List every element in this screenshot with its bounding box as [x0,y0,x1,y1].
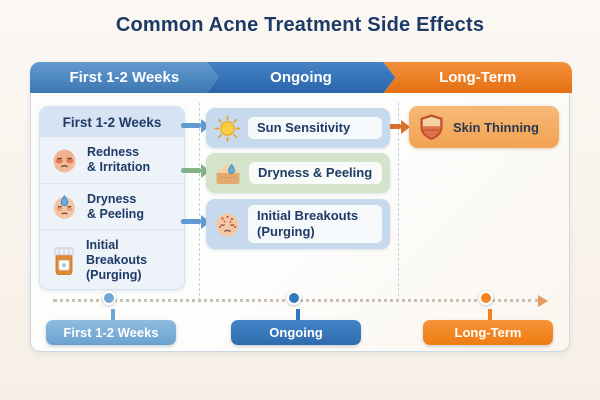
timeline-label-ongoing: Ongoing [231,320,361,345]
early-item-label: Dryness & Peeling [87,191,144,221]
phase-early-label: First 1-2 Weeks [69,69,180,86]
arrow-early-to-breakouts [181,219,201,224]
ongoing-row-label: Sun Sensitivity [248,117,382,139]
phase-ongoing: Ongoing [207,62,396,93]
long-term-skin-thinning-box: Skin Thinning [409,106,559,148]
early-item-label: Redness & Irritation [87,145,151,174]
diagram-panel: First 1-2 Weeks Ongoing Long-Term First … [30,62,572,352]
ongoing-row-initial-breakouts: Initial Breakouts (Purging) [206,199,390,249]
timeline-dot-long-term [479,291,493,305]
pill-bottle-icon [51,246,77,276]
phase-header-bar: First 1-2 Weeks Ongoing Long-Term [30,62,572,93]
ongoing-row-label: Initial Breakouts (Purging) [248,205,382,243]
long-term-item-label: Skin Thinning [453,119,539,135]
arrow-ongoing-to-longterm [387,124,401,129]
phase-early: First 1-2 Weeks [30,62,219,93]
list-item: Initial Breakouts (Purging) [40,229,184,291]
breakout-face-icon [214,211,241,238]
ongoing-row-label: Dryness & Peeling [249,162,382,184]
timeline-stem [488,309,492,321]
arrow-early-to-dryness [181,168,201,173]
column-divider-2 [398,103,399,301]
phase-long-term-label: Long-Term [439,69,517,86]
peeling-skin-icon [214,160,242,187]
timeline-dot-early [102,291,116,305]
early-card-header: First 1-2 Weeks [40,107,184,137]
column-divider-1 [199,103,200,301]
droplet-face-icon [51,193,78,220]
ongoing-row-sun-sensitivity: Sun Sensitivity [206,108,390,148]
timeline-stem [111,309,115,321]
shield-icon [418,113,445,142]
timeline-arrowhead-icon [538,294,548,307]
phase-ongoing-label: Ongoing [270,69,332,86]
sun-icon [214,114,241,142]
early-side-effects-card: First 1-2 Weeks Redness & Irritation [39,106,185,290]
list-item: Redness & Irritation [40,137,184,183]
phase-long-term: Long-Term [383,62,572,93]
flushed-face-icon [51,147,78,174]
timeline-label-early: First 1-2 Weeks [46,320,176,345]
timeline-label-long-term: Long-Term [423,320,553,345]
page-title: Common Acne Treatment Side Effects [115,14,485,36]
list-item: Dryness & Peeling [40,183,184,229]
early-item-label: Initial Breakouts (Purging) [86,238,148,282]
arrow-early-to-sun [181,123,201,128]
ongoing-row-dryness-peeling: Dryness & Peeling [206,153,390,193]
timeline-stem [296,309,300,321]
timeline-dot-ongoing [287,291,301,305]
